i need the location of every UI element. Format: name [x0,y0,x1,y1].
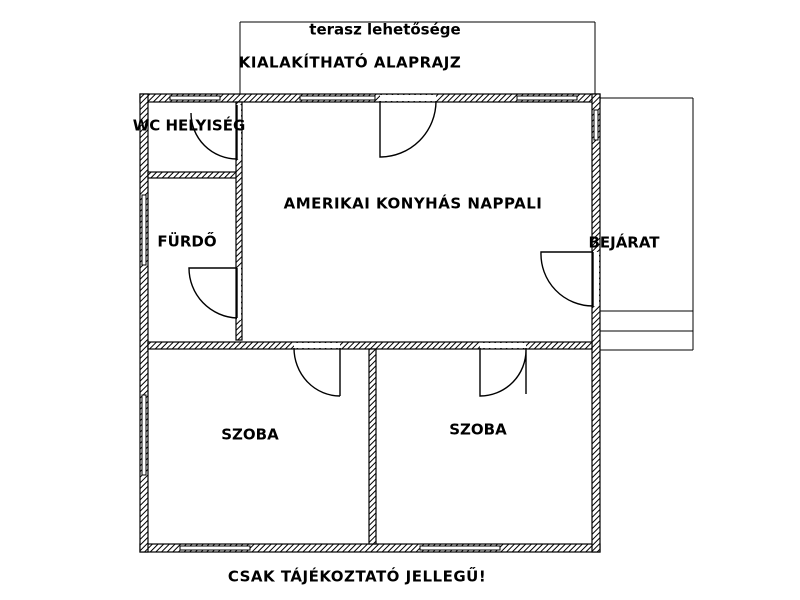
room-label-bath: FÜRDŐ [157,231,216,251]
wall-wet-living [235,101,243,341]
room-label-living: AMERIKAI KONYHÁS NAPPALI [284,194,543,213]
door-room-left [293,347,341,397]
outer-wall-left [139,93,149,553]
disclaimer: CSAK TÁJÉKOZTATÓ JELLEGŰ! [228,566,486,586]
windows [141,95,599,551]
entrance-outline [600,97,694,351]
wall-wc-bath [147,171,239,179]
terrace-outline [239,21,596,96]
door-wc [190,105,238,160]
room-label-wc: WC HELYISÉG [133,116,246,135]
room-label-room-left: SZOBA [221,426,279,444]
outer-wall-right [591,93,601,553]
walls [139,93,601,553]
door-openings [237,95,599,348]
room-label-room-right: SZOBA [449,421,507,439]
door-room-right [479,348,527,397]
wall-rooms-divider [368,348,377,545]
door-bath [188,267,238,319]
terrace-label: terasz lehetősége [309,21,460,39]
door-living-top [379,100,437,158]
door-swings [188,100,594,397]
room-label-entrance: BEJÁRAT [588,233,660,252]
plan-title: KIALAKÍTHATÓ ALAPRAJZ [239,53,462,72]
door-entrance [540,251,594,307]
